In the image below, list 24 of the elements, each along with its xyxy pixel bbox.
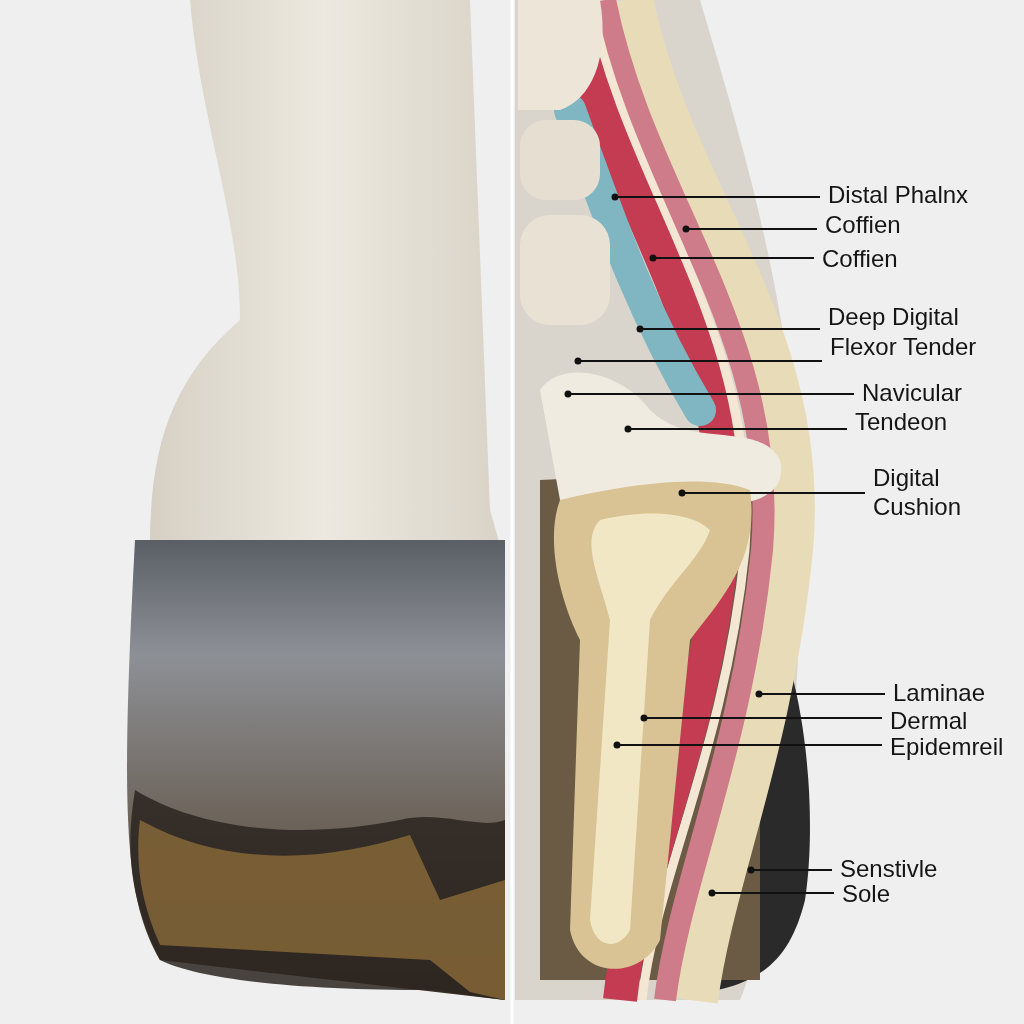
part-label: Distal Phalnx	[828, 180, 969, 209]
leader-line	[755, 690, 886, 698]
part-label: Tendeon	[855, 407, 948, 436]
leader-line	[564, 390, 855, 398]
part-label: Deep Digital	[828, 302, 959, 331]
leader-line	[624, 425, 848, 433]
leader-line	[678, 489, 866, 497]
leader-line	[574, 357, 823, 365]
leader-line	[708, 889, 835, 897]
part-label: Epidemreil	[890, 732, 1004, 761]
part-label: Laminae	[893, 678, 986, 707]
part-label: Navicular	[862, 378, 963, 407]
part-label: Flexor Tender	[830, 332, 977, 361]
part-label: Digital Cushion	[873, 463, 983, 521]
leader-line	[747, 866, 833, 874]
leader-line	[682, 225, 818, 233]
part-label: Coffien	[822, 244, 898, 273]
leader-line	[649, 254, 815, 262]
leader-line	[640, 714, 883, 722]
part-label: Coffien	[825, 210, 901, 239]
leader-line	[613, 741, 883, 749]
leader-line	[636, 325, 821, 333]
part-label: Dermal	[890, 706, 968, 735]
leader-line	[611, 193, 821, 201]
